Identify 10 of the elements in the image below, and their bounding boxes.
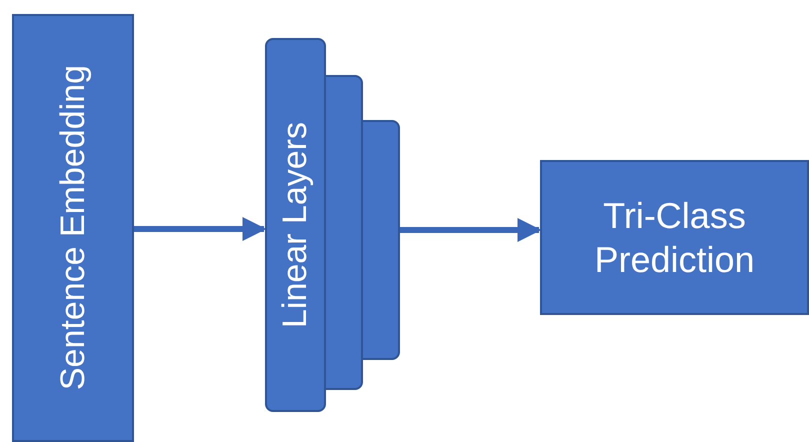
node-label: Linear Layers bbox=[275, 122, 316, 328]
output-box bbox=[540, 160, 809, 315]
layer-box bbox=[363, 120, 400, 360]
layer-box bbox=[265, 38, 326, 412]
arrow bbox=[400, 218, 542, 242]
node-label: Tri-Class Prediction bbox=[593, 194, 756, 281]
arrow bbox=[134, 217, 266, 241]
layer-box bbox=[326, 75, 363, 390]
node-label: Sentence Embedding bbox=[52, 65, 93, 391]
input-box bbox=[12, 14, 134, 442]
